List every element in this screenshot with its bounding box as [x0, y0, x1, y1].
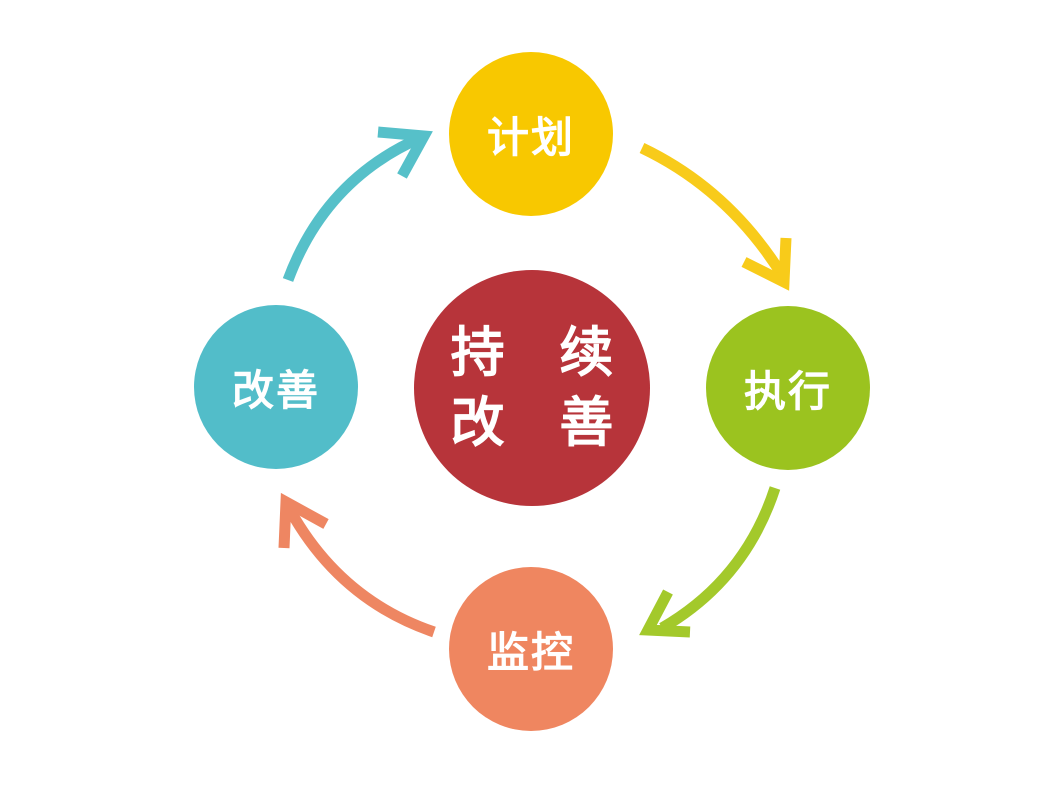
node-improve: 改善	[194, 305, 358, 469]
node-execute-label: 执行	[743, 366, 832, 416]
arrow-execute-to-monitor-icon	[639, 486, 781, 638]
node-execute: 执行	[706, 306, 870, 470]
center-continuous-improvement: 持 续 改 善	[414, 270, 650, 506]
arrow-monitor-to-improve-icon	[278, 492, 436, 638]
center-label-line2: 改 善	[450, 391, 632, 454]
node-monitor: 监控	[449, 567, 613, 731]
node-plan-label: 计划	[486, 112, 575, 162]
arrow-plan-to-execute-icon	[639, 143, 792, 291]
node-plan: 计划	[449, 52, 613, 216]
node-monitor-label: 监控	[486, 627, 575, 677]
node-improve-label: 改善	[231, 365, 320, 415]
arrow-improve-to-plan-icon	[282, 126, 433, 282]
center-label-line1: 持 续	[450, 321, 632, 384]
